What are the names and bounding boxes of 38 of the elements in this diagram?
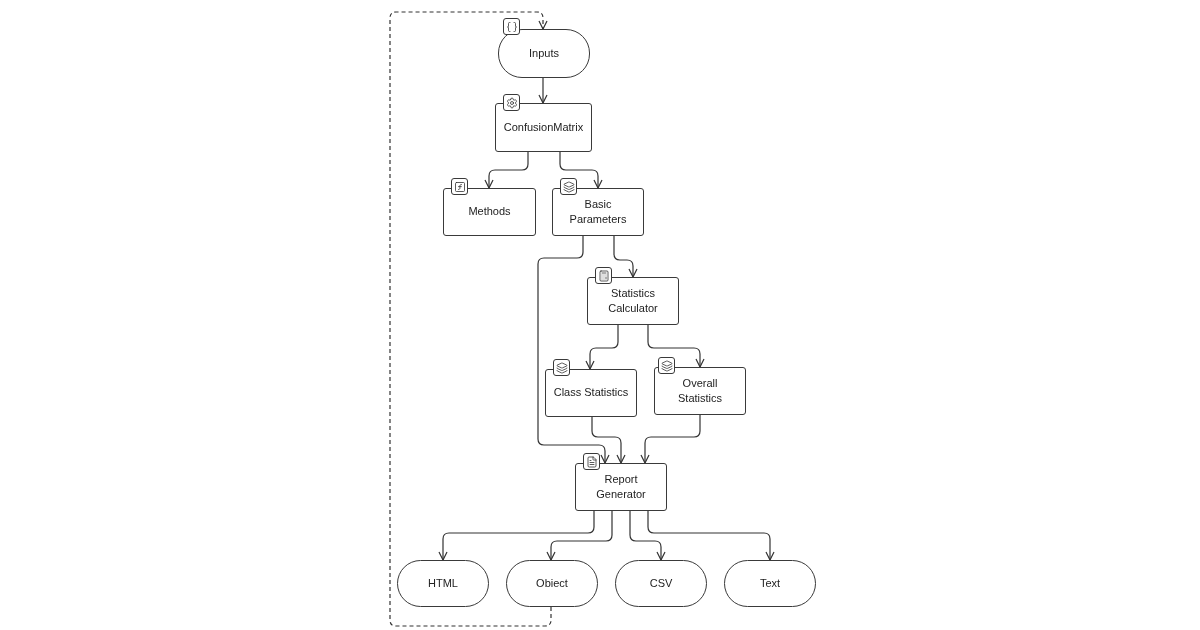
terminal-shape [506,560,598,607]
node-label: Report Generator [595,471,647,502]
node-label: Basic Parameters [568,196,628,227]
node-label: Inputs [529,45,559,61]
process-box [443,188,536,236]
terminal-shape [397,560,489,607]
arrow [538,77,548,104]
terminal-shape [615,560,707,607]
arrow [585,324,619,370]
node-label: Obiect [536,575,568,591]
terminal-shape [724,560,816,607]
node-label: Methods [468,204,511,220]
node-label: Class Statistics [553,385,629,401]
arrow [484,151,529,189]
node-label: ConfusionMatrix [503,119,584,135]
arrow [559,151,603,189]
process-box [552,188,644,236]
process-box [495,103,592,152]
process-box [587,277,679,325]
process-box [545,369,637,417]
terminal-shape [498,29,590,78]
arrow [438,510,595,561]
node-label: HTML [428,575,458,591]
arrow [640,414,701,464]
arrow [647,510,775,561]
arrow [591,416,626,464]
node-label: Text [759,575,781,591]
node-label: CSV [649,575,673,591]
arrow [537,235,610,464]
node-label: Statistics Calculator [607,285,659,316]
arrow [546,510,613,561]
node-label: Overall Statistics [677,375,723,406]
arrow [613,235,638,278]
arrow [629,510,666,561]
dashed-arrow [389,11,552,627]
process-box [654,367,746,415]
process-box [575,463,667,511]
arrow [647,324,705,368]
